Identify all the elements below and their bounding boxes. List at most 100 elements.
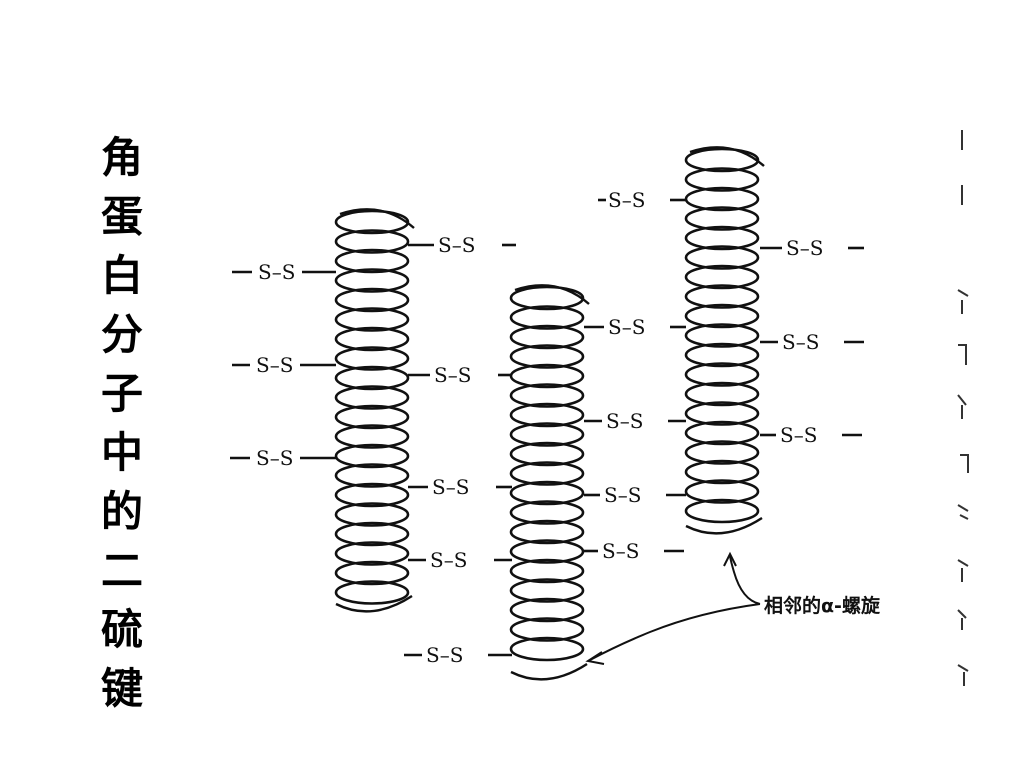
helix-turn	[334, 385, 410, 410]
title-char: 键	[100, 664, 143, 713]
disulfide-bond: S–S	[584, 315, 686, 339]
disulfide-bond: S–S	[584, 483, 686, 507]
helix-turn	[509, 519, 585, 545]
bond-label: S–S	[606, 409, 643, 433]
helix-turn	[334, 326, 410, 352]
helix-top-curl	[689, 146, 765, 167]
helix-turn	[509, 324, 585, 350]
bond-label: S–S	[432, 475, 469, 499]
helix-turn	[684, 303, 760, 329]
alpha-helix	[509, 284, 590, 681]
helix-turn	[684, 342, 760, 368]
disulfide-bond: S–S	[232, 353, 336, 377]
helix-turn	[334, 365, 410, 391]
helix-turn	[684, 167, 760, 192]
bond-label: S–S	[782, 330, 819, 354]
helix-turn	[334, 443, 410, 469]
bond-label: S–S	[256, 446, 293, 470]
helix-turn	[334, 404, 410, 430]
disulfide-bond: S–S	[408, 475, 512, 499]
helix-turn	[334, 307, 410, 332]
bond-label: S–S	[434, 363, 471, 387]
helix-turn	[509, 500, 585, 525]
helix-turn	[334, 424, 410, 449]
alpha-helix	[684, 146, 765, 535]
disulfide-bond: S–S	[598, 188, 686, 212]
disulfide-bond: S–S	[232, 260, 336, 284]
bond-label: S–S	[604, 483, 641, 507]
helix-turn	[684, 284, 760, 309]
helix-bottom-curl	[510, 662, 588, 681]
alpha-helix	[334, 208, 415, 613]
helix-turn	[684, 440, 760, 465]
helix-turn	[684, 225, 760, 251]
helix-turn	[334, 560, 410, 586]
disulfide-bonds: S–S S–S S–S S–S S–S S–S S–S S–S S–S S–S S–S S–S S–S S…	[230, 188, 864, 667]
disulfide-bond: S–S	[760, 423, 862, 447]
helix-turn	[334, 268, 410, 293]
disulfide-bond: S–S	[408, 233, 516, 257]
helix-bottom-curl	[685, 516, 763, 535]
helix-turn	[509, 539, 585, 564]
title-char: 子	[100, 369, 143, 418]
disulfide-bond: S–S	[760, 330, 864, 354]
helix-turn	[509, 441, 585, 467]
disulfide-bond: S–S	[408, 363, 512, 387]
alpha-helices	[334, 146, 765, 681]
helix-turn	[334, 580, 410, 605]
disulfide-bond: S–S	[584, 409, 686, 433]
title-char: 中	[100, 428, 143, 477]
helix-turn	[509, 636, 585, 662]
helix-turn	[509, 578, 585, 603]
helix-turn	[334, 229, 410, 254]
helix-top-curl	[339, 208, 415, 229]
bond-label: S–S	[602, 539, 639, 563]
helix-turn	[334, 541, 410, 566]
title-char: 二	[100, 546, 143, 595]
bond-label: S–S	[258, 260, 295, 284]
helix-turn	[509, 461, 585, 486]
helix-turn	[334, 287, 410, 313]
helix-turn	[334, 346, 410, 371]
bond-label: S–S	[780, 423, 817, 447]
helix-turn	[509, 383, 585, 408]
title-char: 白	[100, 251, 143, 300]
bond-label: S–S	[608, 315, 645, 339]
bond-label: S–S	[430, 548, 467, 572]
helix-turn	[684, 479, 760, 504]
helix-turn	[334, 502, 410, 527]
title-char: 硫	[100, 605, 143, 654]
helix-turn	[509, 422, 585, 447]
helix-turn	[509, 558, 585, 584]
helix-turn	[684, 498, 760, 524]
helix-turn	[509, 597, 585, 623]
bond-label: S–S	[438, 233, 475, 257]
disulfide-bond: S–S	[584, 539, 684, 563]
annotation-arrow	[729, 555, 761, 605]
helix-annotation	[585, 551, 761, 665]
helix-bottom-curl	[335, 594, 413, 613]
title-char: 分	[100, 310, 143, 359]
helix-turn	[684, 245, 760, 270]
arrowhead	[585, 651, 605, 665]
helix-turn	[684, 264, 760, 290]
disulfide-bond: S–S	[404, 643, 512, 667]
helix-turn	[509, 305, 585, 330]
disulfide-bond: S–S	[408, 548, 512, 572]
title-char: 角	[100, 133, 143, 182]
arrowhead	[723, 551, 737, 567]
helix-top-curl	[514, 284, 590, 305]
helix-turn	[334, 463, 410, 488]
helix-turn	[684, 420, 760, 446]
bond-label: S–S	[426, 643, 463, 667]
helix-turn	[684, 323, 760, 348]
helix-turn	[509, 480, 585, 506]
title-char: 蛋	[100, 192, 143, 241]
helix-turn	[509, 402, 585, 428]
cropped-edge-marks	[957, 130, 969, 686]
annotation-arrow	[589, 603, 761, 661]
bond-label: S–S	[608, 188, 645, 212]
title-char: 的	[100, 487, 143, 536]
disulfide-bond: S–S	[230, 446, 336, 470]
